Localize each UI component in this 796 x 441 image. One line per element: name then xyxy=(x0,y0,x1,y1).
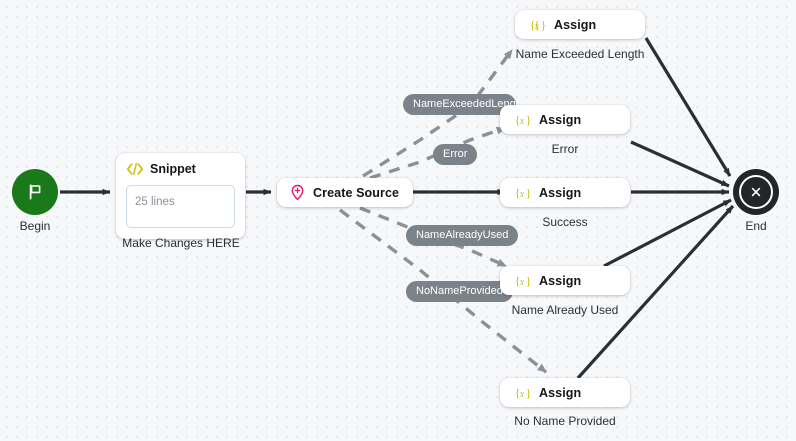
svg-text:{: { xyxy=(515,274,521,288)
svg-text:}: } xyxy=(526,186,532,200)
svg-text:{: { xyxy=(534,18,540,32)
snippet-header: Snippet xyxy=(126,161,235,177)
edge-label-no-name-provided[interactable]: NoNameProvided xyxy=(406,281,513,302)
svg-text:}: } xyxy=(541,18,547,32)
code-brackets-icon xyxy=(126,162,144,176)
node-caption-assign-name-exceeded-length: Name Exceeded Length xyxy=(515,47,645,61)
node-assign-name-exceeded-length[interactable]: { x { } Assign xyxy=(515,10,645,39)
edge-name-exceeded-to-end xyxy=(644,37,732,177)
snippet-code-box[interactable]: 25 lines xyxy=(126,185,235,228)
node-assign-success[interactable]: x { } Assign xyxy=(500,178,630,207)
svg-text:}: } xyxy=(526,386,532,400)
node-caption-assign-error: Error xyxy=(551,142,579,156)
node-caption-begin: Begin xyxy=(19,219,51,233)
svg-text:{: { xyxy=(530,18,536,32)
node-end[interactable]: End xyxy=(733,169,779,233)
assign-title: Assign xyxy=(539,385,582,400)
variable-icon: x { } xyxy=(512,112,532,128)
svg-text:}: } xyxy=(526,113,532,127)
assign-title: Assign xyxy=(554,17,597,32)
flag-icon xyxy=(25,182,45,202)
edge-label-name-already-used[interactable]: NameAlreadyUsed xyxy=(406,225,519,246)
node-assign-name-already-used[interactable]: x { } Assign xyxy=(500,266,630,295)
assign-title: Assign xyxy=(539,112,582,127)
edge-label-text: NameExceededLength xyxy=(413,98,516,110)
variable-icon: x { } xyxy=(512,185,532,201)
end-ring xyxy=(739,175,773,209)
node-assign-no-name-provided[interactable]: x { } Assign xyxy=(500,378,630,407)
svg-text:{: { xyxy=(515,186,521,200)
svg-text:x: x xyxy=(519,189,525,200)
node-assign-error[interactable]: x { } Assign xyxy=(500,105,630,134)
snippet-line-count: 25 lines xyxy=(135,196,175,208)
create-source-title: Create Source xyxy=(313,185,400,200)
svg-text:{: { xyxy=(515,113,521,127)
begin-circle[interactable] xyxy=(12,169,58,215)
edge-label-name-exceeded-length[interactable]: NameExceededLength xyxy=(403,94,516,115)
snippet-title: Snippet xyxy=(150,162,196,176)
node-caption-assign-no-name-provided: No Name Provided xyxy=(514,414,616,428)
map-pin-plus-icon xyxy=(289,184,306,201)
svg-text:x: x xyxy=(519,389,525,400)
svg-text:x: x xyxy=(519,116,525,127)
edge-label-text: NameAlreadyUsed xyxy=(416,229,509,241)
node-caption-snippet: Make Changes HERE xyxy=(122,236,240,250)
variable-icon: x { } xyxy=(512,273,532,289)
node-begin[interactable]: Begin xyxy=(12,169,58,233)
variable-icon: x { } xyxy=(512,385,532,401)
variable-icon: { x { } xyxy=(527,17,547,33)
svg-text:}: } xyxy=(526,274,532,288)
assign-title: Assign xyxy=(539,273,582,288)
node-create-source[interactable]: Create Source xyxy=(277,178,414,207)
node-snippet[interactable]: Snippet 25 lines xyxy=(116,153,245,239)
edge-error-to-end xyxy=(630,140,730,188)
end-circle[interactable] xyxy=(733,169,779,215)
assign-title: Assign xyxy=(539,185,582,200)
node-caption-assign-success: Success xyxy=(542,215,588,229)
svg-text:{: { xyxy=(515,386,521,400)
svg-text:x: x xyxy=(534,21,540,32)
edge-label-error[interactable]: Error xyxy=(433,144,478,165)
node-caption-end: End xyxy=(745,219,767,233)
edge-label-text: NoNameProvided xyxy=(416,285,503,297)
svg-text:x: x xyxy=(519,277,525,288)
edge-label-text: Error xyxy=(443,148,468,160)
node-caption-assign-name-already-used: Name Already Used xyxy=(511,303,619,317)
close-x-icon xyxy=(749,185,763,199)
edge-already-used-to-end xyxy=(603,198,732,268)
